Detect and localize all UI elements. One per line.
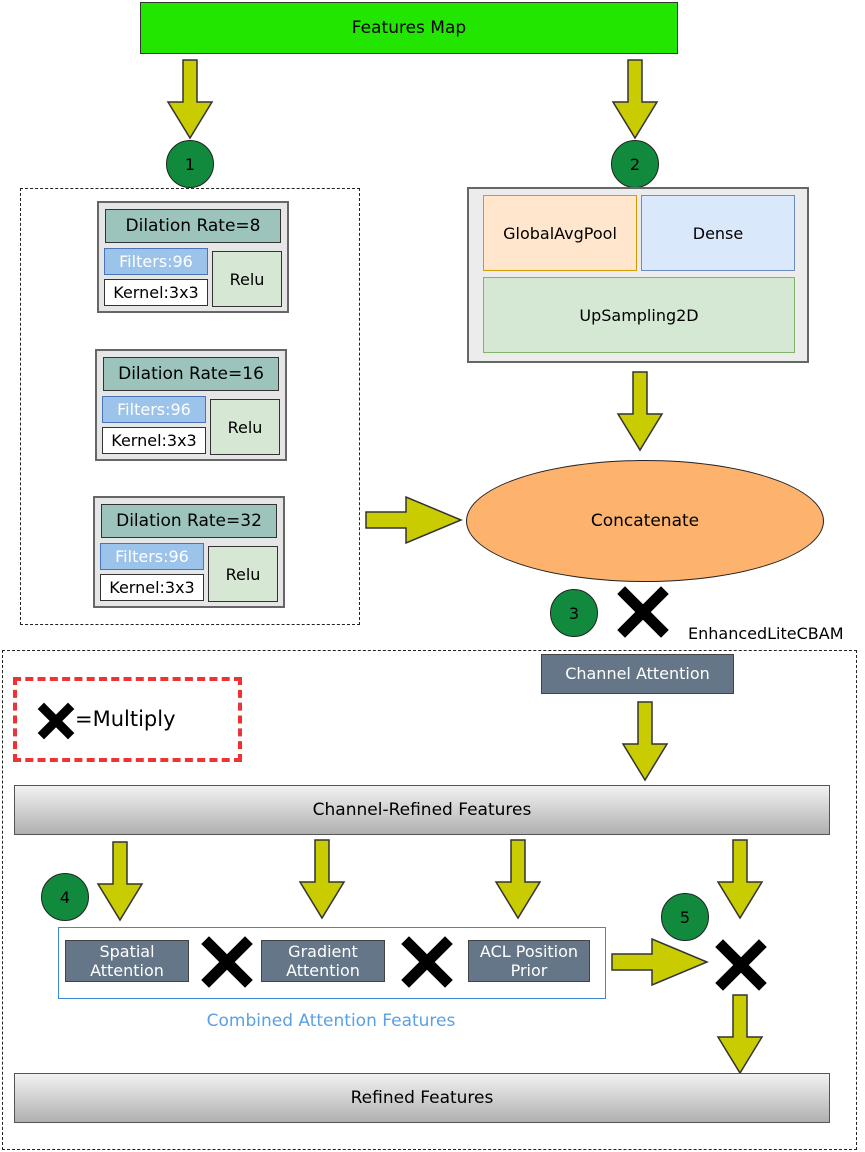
multiply-icon-3	[625, 594, 661, 630]
dense-box: Dense	[641, 195, 795, 271]
filters-label-1: Filters:96	[104, 248, 208, 275]
global-avg-pool-box: GlobalAvgPool	[483, 195, 637, 271]
step-1-label: 1	[184, 154, 196, 174]
legend-text: =Multiply	[75, 707, 176, 731]
dilation-title-3: Dilation Rate=32	[101, 504, 277, 538]
dilation-block-1: Dilation Rate=8 Filters:96 Kernel:3x3 Re…	[97, 201, 289, 313]
step-4-label: 4	[59, 887, 71, 907]
module-label: EnhancedLiteCBAM	[688, 624, 844, 643]
step-5-circle: 5	[661, 893, 709, 941]
filters-label-2: Filters:96	[102, 396, 206, 423]
filters-label-3: Filters:96	[100, 543, 204, 570]
arrow-down-branch2	[612, 59, 658, 139]
relu-box-1: Relu	[212, 251, 282, 307]
refined-features-bar: Refined Features	[14, 1073, 830, 1123]
step-2-circle: 2	[611, 140, 659, 188]
concatenate-label: Concatenate	[590, 511, 700, 531]
dilation-block-3: Dilation Rate=32 Filters:96 Kernel:3x3 R…	[93, 496, 285, 608]
kernel-label-1: Kernel:3x3	[104, 279, 208, 306]
step-1-circle: 1	[166, 140, 214, 188]
kernel-label-3: Kernel:3x3	[100, 574, 204, 601]
features-map-box: Features Map	[140, 2, 678, 54]
features-map-label: Features Map	[351, 18, 467, 38]
combined-attention-label: Combined Attention Features	[206, 1011, 456, 1031]
arrow-down-branch1	[167, 59, 213, 139]
step-3-circle: 3	[550, 589, 598, 637]
step-5-label: 5	[679, 907, 691, 927]
relu-box-3: Relu	[208, 546, 278, 602]
dilated-conv-container	[20, 188, 360, 625]
spatial-attention-box: Spatial Attention	[65, 940, 189, 982]
global-context-block: GlobalAvgPool Dense UpSampling2D	[467, 187, 809, 363]
arrow-down-to-concat	[617, 371, 663, 451]
step-2-label: 2	[629, 154, 641, 174]
kernel-label-2: Kernel:3x3	[102, 427, 206, 454]
channel-attention-box: Channel Attention	[541, 654, 734, 694]
dilation-block-2: Dilation Rate=16 Filters:96 Kernel:3x3 R…	[95, 349, 287, 461]
upsampling-box: UpSampling2D	[483, 277, 795, 353]
step-3-label: 3	[568, 603, 580, 623]
relu-box-2: Relu	[210, 399, 280, 455]
legend-multiply-icon	[37, 702, 75, 740]
acl-position-prior-box: ACL Position Prior	[468, 940, 590, 982]
combined-attention-container	[58, 927, 606, 999]
dilation-title-1: Dilation Rate=8	[105, 209, 281, 243]
enhanced-lite-cbam-container	[2, 650, 857, 1150]
dilation-title-2: Dilation Rate=16	[103, 357, 279, 391]
legend-box	[13, 677, 242, 762]
step-4-circle: 4	[41, 873, 89, 921]
arrow-right-to-concat	[365, 496, 462, 544]
channel-refined-features-bar: Channel-Refined Features	[14, 785, 830, 835]
concatenate-ellipse: Concatenate	[466, 460, 824, 582]
gradient-attention-box: Gradient Attention	[261, 940, 385, 982]
